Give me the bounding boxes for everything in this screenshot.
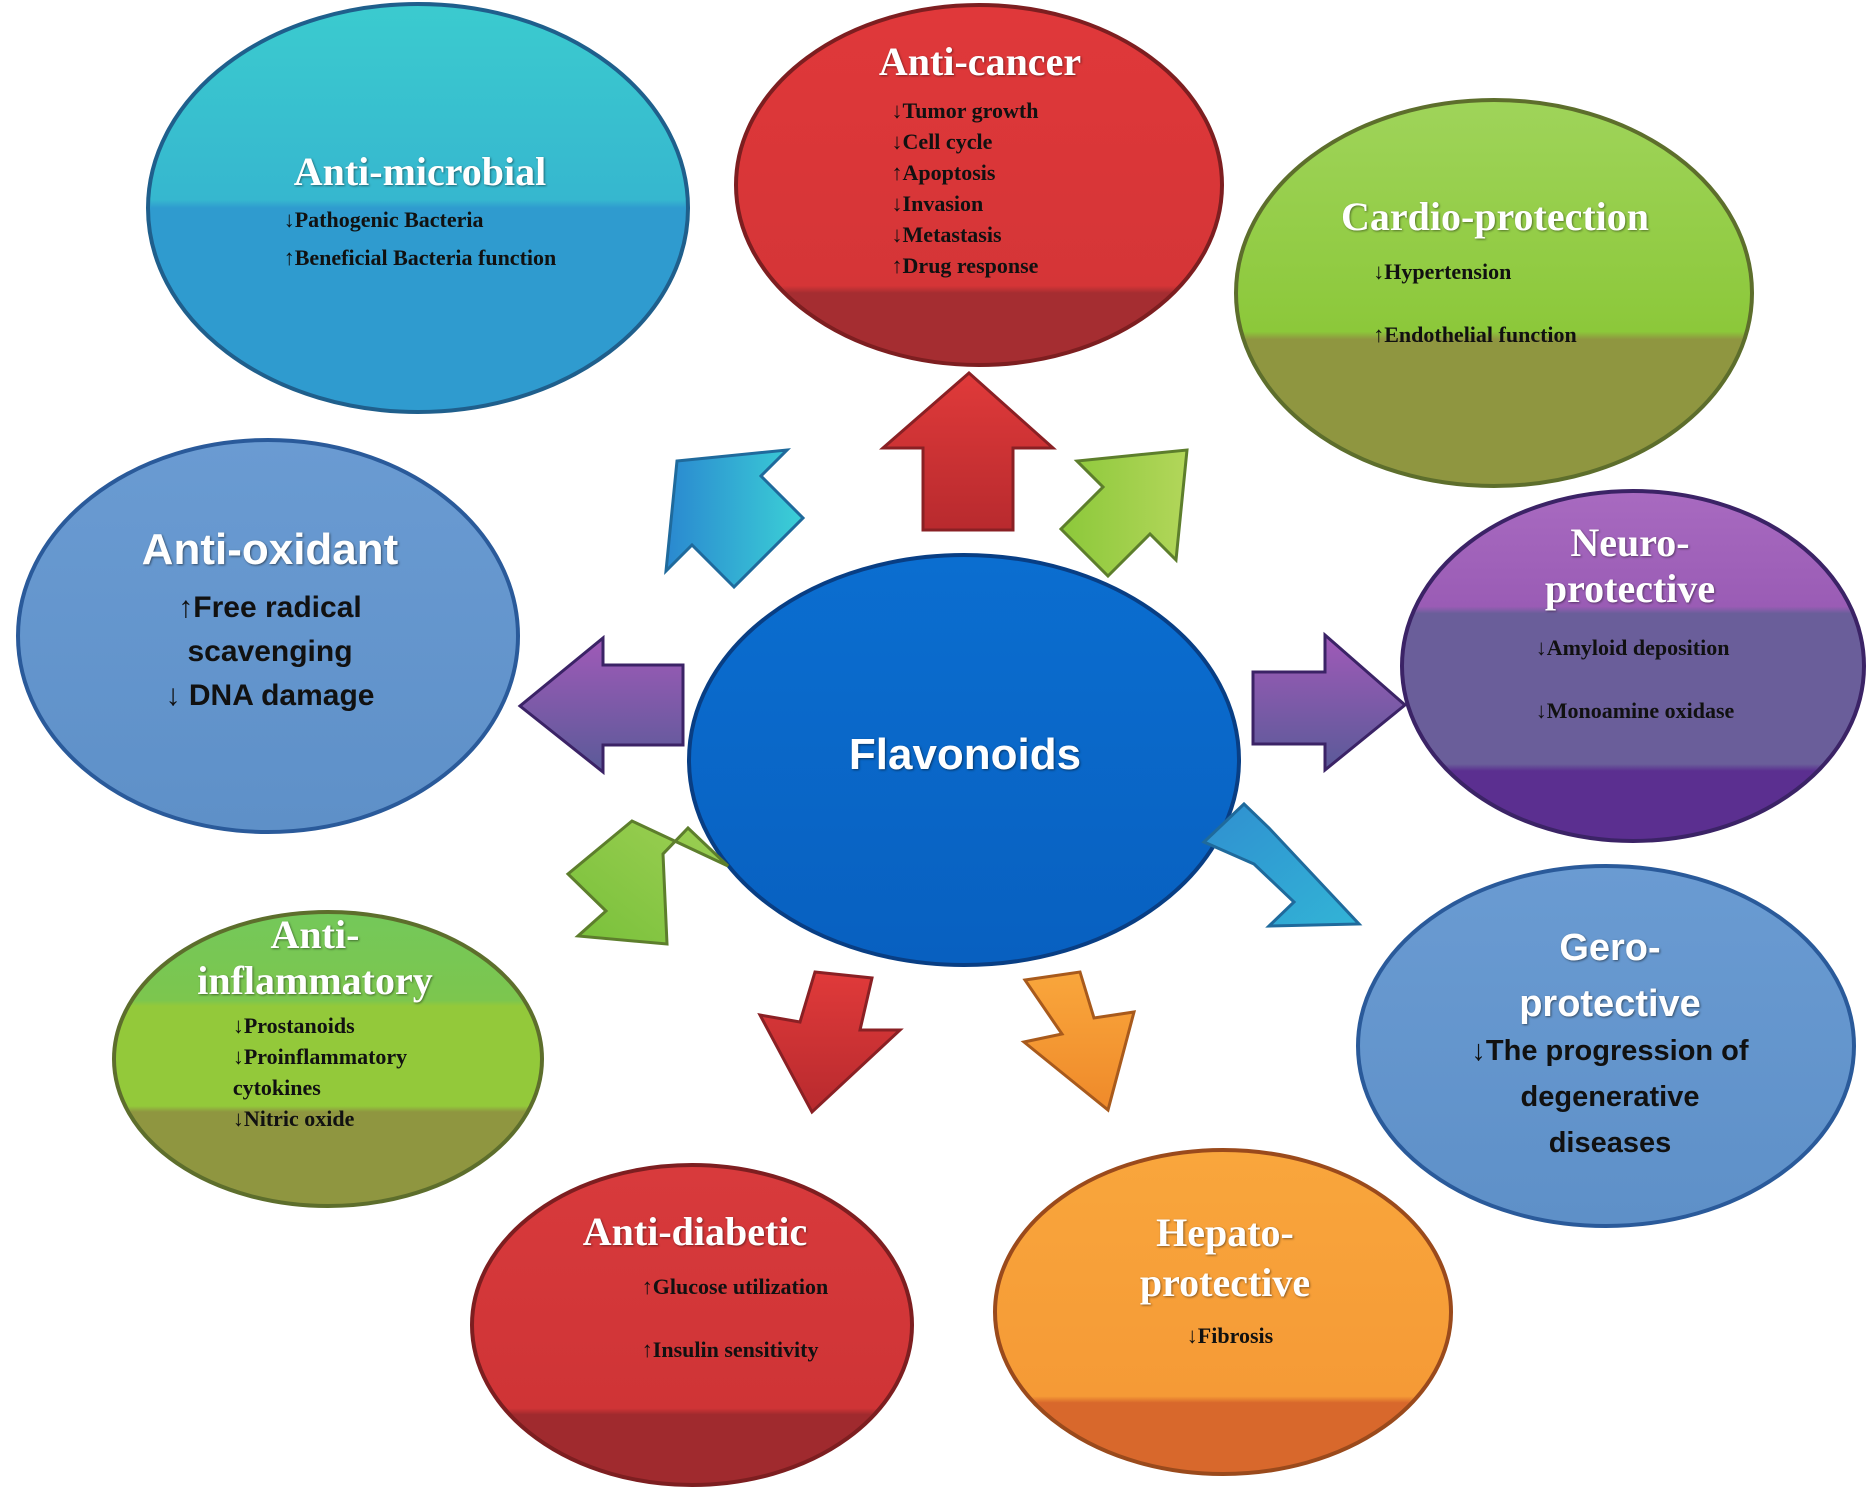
cardio-protection-title: Cardio-protection bbox=[1340, 194, 1650, 239]
cardio-protection-item: ↓Hypertension bbox=[1373, 258, 1512, 284]
center-title: Flavonoids bbox=[848, 730, 1082, 779]
arrow-to-neuro-protective bbox=[1251, 631, 1408, 774]
anti-diabetic-item: ↑Insulin sensitivity bbox=[641, 1336, 819, 1362]
neuro-protective-bubble bbox=[1400, 489, 1866, 843]
neuro-protective-item: ↓Monoamine oxidase bbox=[1535, 698, 1735, 723]
anti-cancer-item: ↑Drug response bbox=[891, 252, 1039, 278]
flavonoids-center-bubble bbox=[687, 553, 1241, 967]
gero-protective-item: degenerative bbox=[1520, 1081, 1700, 1113]
anti-cancer-bubble bbox=[734, 3, 1224, 367]
arrow-to-anti-inflammatory bbox=[565, 819, 730, 946]
anti-cancer-item: ↓Cell cycle bbox=[891, 128, 993, 154]
anti-cancer-item: ↓Tumor growth bbox=[891, 97, 1039, 123]
arrow-to-anti-oxidant bbox=[517, 634, 685, 776]
arrow-to-cardio-protection bbox=[1058, 448, 1189, 579]
arrow-to-hepato-protective bbox=[1020, 970, 1137, 1113]
hepato-protective-title-line: protective bbox=[1139, 1260, 1311, 1305]
anti-diabetic-bubble bbox=[470, 1163, 914, 1487]
neuro-protective-title-line: Neuro- bbox=[1570, 520, 1690, 565]
anti-diabetic-title: Anti-diabetic bbox=[582, 1209, 808, 1254]
anti-microbial-title: Anti-microbial bbox=[293, 149, 547, 194]
anti-cancer-item: ↑Apoptosis bbox=[891, 159, 996, 185]
anti-cancer-item: ↓Metastasis bbox=[891, 221, 1002, 247]
anti-inflammatory-item: cytokines bbox=[232, 1075, 321, 1100]
anti-inflammatory-item: ↓Nitric oxide bbox=[232, 1106, 355, 1131]
neuro-protective-item: ↓Amyloid deposition bbox=[1535, 635, 1730, 660]
cardio-protection-bubble bbox=[1234, 98, 1754, 488]
anti-inflammatory-title-line: inflammatory bbox=[197, 958, 433, 1003]
anti-microbial-bubble bbox=[146, 2, 690, 414]
gero-protective-item: diseases bbox=[1548, 1127, 1672, 1159]
anti-inflammatory-item: ↓Prostanoids bbox=[232, 1013, 355, 1038]
neuro-protective-title-line: protective bbox=[1544, 566, 1716, 611]
arrow-to-gero-protective bbox=[1201, 801, 1363, 928]
gero-protective-item: ↓The progression of bbox=[1471, 1035, 1749, 1067]
anti-oxidant-item: ↓ DNA damage bbox=[165, 678, 375, 712]
anti-cancer-item: ↓Invasion bbox=[891, 190, 984, 216]
anti-inflammatory-item: ↓Proinflammatory bbox=[232, 1044, 408, 1069]
anti-oxidant-bubble bbox=[16, 438, 520, 834]
gero-protective-title-line: Gero- bbox=[1559, 927, 1661, 969]
arrow-to-anti-diabetic bbox=[757, 970, 904, 1115]
anti-oxidant-item: scavenging bbox=[187, 634, 353, 668]
cardio-protection-item: ↑Endothelial function bbox=[1373, 321, 1577, 347]
anti-oxidant-title: Anti-oxidant bbox=[141, 525, 399, 574]
gero-protective-bubble bbox=[1356, 864, 1856, 1228]
anti-inflammatory-title-line: Anti- bbox=[270, 912, 360, 957]
arrow-to-anti-cancer bbox=[878, 370, 1057, 532]
anti-inflammatory-bubble bbox=[112, 910, 544, 1208]
anti-oxidant-item: ↑Free radical bbox=[178, 590, 362, 624]
gero-protective-title-line: protective bbox=[1519, 983, 1701, 1025]
anti-microbial-item: ↓Pathogenic Bacteria bbox=[283, 206, 484, 232]
anti-cancer-title: Anti-cancer bbox=[878, 39, 1082, 84]
arrow-to-anti-microbial bbox=[664, 448, 806, 590]
hepato-protective-bubble bbox=[993, 1148, 1453, 1476]
anti-microbial-item: ↑Beneficial Bacteria function bbox=[283, 244, 557, 270]
anti-diabetic-item: ↑Glucose utilization bbox=[641, 1273, 829, 1299]
hepato-protective-title-line: Hepato- bbox=[1156, 1210, 1294, 1255]
hepato-protective-item: ↓Fibrosis bbox=[1186, 1323, 1274, 1348]
